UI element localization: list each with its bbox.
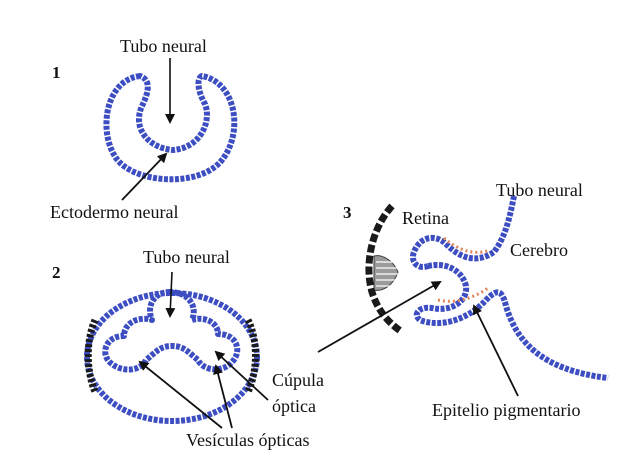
panel-3-optic-cup-upper — [410, 195, 517, 270]
panel-3-pigment-lower — [437, 286, 489, 303]
panel-3-cupula-arrow — [317, 281, 442, 353]
panel-3-pigment-upper — [443, 236, 491, 254]
panel-1-ectodermo-label: Ectodermo neural — [50, 202, 178, 222]
panel-3-surface-ectoderm — [365, 203, 404, 335]
panel-2-outer-ectoderm — [84, 290, 260, 424]
panel-1-neural-fold — [103, 73, 238, 183]
panel-3-lens — [373, 255, 399, 291]
panel-1-number: 1 — [52, 63, 61, 82]
panel-2-cupula-arrow — [214, 350, 269, 401]
panel-2-left-placode — [84, 318, 99, 394]
panel-2-vesicle-arrow-right — [213, 364, 233, 429]
panel-1-ectodermo-arrow — [121, 152, 168, 201]
panel-3-tubo-neural-label: Tubo neural — [496, 180, 583, 200]
panel-2: 2 Tubo neural Cúpula óptica Vesículas óp… — [52, 247, 324, 450]
panel-3-cerebro-label: Cerebro — [510, 240, 568, 260]
panel-2-cupula-label-1: Cúpula — [272, 370, 324, 390]
panel-2-tubo-neural-label: Tubo neural — [143, 247, 230, 267]
panel-3-epitelio-label: Epitelio pigmentario — [432, 400, 580, 420]
panel-2-vesiculas-label: Vesículas ópticas — [186, 430, 309, 450]
panel-2-right-placode — [244, 318, 259, 394]
panel-3-lens-stripes — [376, 261, 398, 287]
panel-1-tubo-neural-label: Tubo neural — [120, 36, 207, 56]
panel-2-tubo-neural-arrow — [165, 271, 176, 318]
panel-2-number: 2 — [52, 263, 61, 282]
panel-2-cupula-label-2: óptica — [272, 396, 316, 416]
panel-3-number: 3 — [343, 203, 352, 222]
panel-1: 1 Tubo neural Ectodermo neural — [50, 36, 238, 222]
panel-3-epitelio-arrow — [473, 304, 519, 397]
panel-3: 3 Retina Tubo neural Cerebro Epitelio pi… — [317, 180, 609, 420]
panel-3-optic-cup-lower — [413, 262, 609, 381]
panel-3-retina-label: Retina — [402, 208, 449, 228]
panel-2-neural-tube-vesicles — [102, 289, 241, 373]
panel-2-vesicle-arrow-left — [138, 360, 223, 429]
